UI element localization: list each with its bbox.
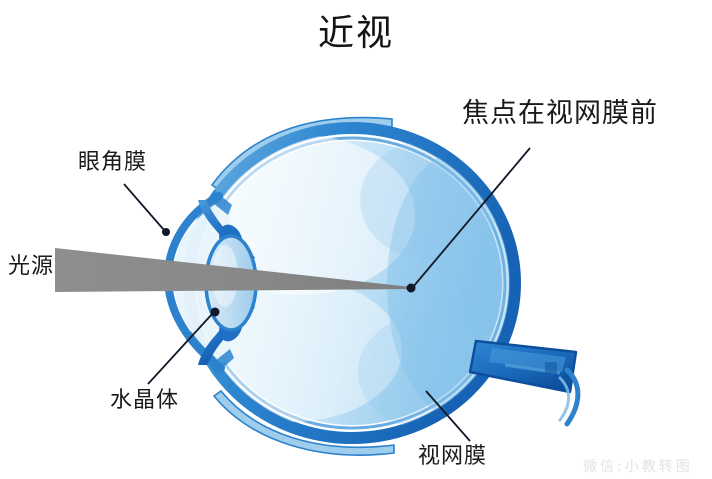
- lens-anchor-dot: [210, 307, 220, 317]
- watermark-text: 微信:小教转图: [583, 459, 693, 475]
- cornea-anchor-dot: [162, 228, 170, 236]
- light-beam: [55, 248, 411, 292]
- leader-focus: [412, 147, 531, 288]
- label-crystalline-lens: 水晶体: [110, 388, 180, 413]
- leader-lines: [123, 147, 531, 442]
- label-retina: 视网膜: [418, 444, 488, 469]
- leader-cornea: [123, 183, 165, 231]
- label-light-source: 光源: [8, 254, 55, 279]
- leader-retina: [425, 390, 471, 442]
- leader-lens: [147, 312, 214, 385]
- page-title: 近视: [317, 13, 394, 54]
- optic-nerve: [468, 339, 581, 427]
- label-cornea: 眼角膜: [78, 150, 148, 175]
- label-focal-point: 焦点在视网膜前: [462, 98, 658, 129]
